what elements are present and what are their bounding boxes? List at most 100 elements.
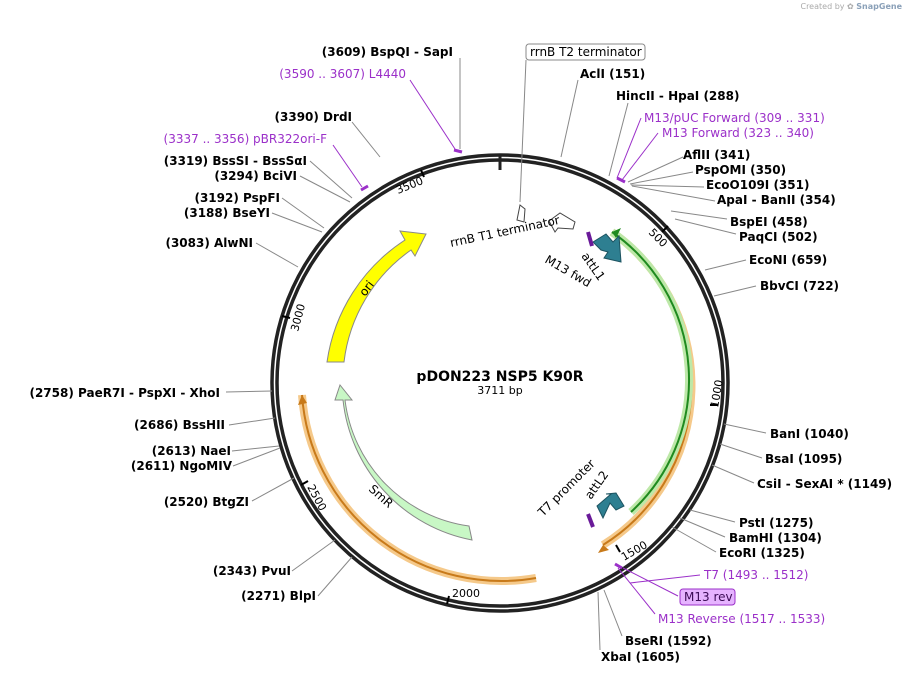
primer-label-m13puc: M13/pUC Forward (309 .. 331): [644, 111, 825, 125]
right-enzyme-leaders: [560, 79, 767, 651]
bsshii-leader: [228, 417, 276, 426]
enzyme-label-ecori: EcoRI (1325): [719, 546, 805, 560]
csii-leader: [711, 464, 755, 484]
enzyme-label-naei: (2613) NaeI: [152, 444, 231, 458]
enzyme-label-econi: EcoNI (659): [749, 253, 827, 267]
enzyme-label-bseyi: (3188) BseYI: [184, 206, 270, 220]
enzyme-label-bspqi: (3609) BspQI - SapI: [322, 45, 453, 59]
tick-mark-1500: [615, 544, 621, 553]
t7-promoter-inner-site: [586, 513, 595, 528]
enzyme-label-pspfi: (3192) PspFI: [194, 191, 280, 205]
tick-mark-3500: [420, 169, 425, 178]
primer-label-l4440: (3590 .. 3607) L4440: [279, 67, 406, 81]
primer-label-t7: T7 (1493 .. 1512): [703, 568, 808, 582]
naei-leader: [231, 445, 280, 452]
ngomiv-leader: [232, 447, 281, 467]
primer-label-m13fwd: M13 Forward (323 .. 340): [662, 126, 814, 140]
enzyme-label-bcivi: (3294) BciVI: [214, 169, 297, 183]
pspomi-leader: [629, 171, 694, 185]
blpi-leader: [317, 556, 353, 597]
m13reverse-leader: [617, 567, 656, 615]
m13rev-leader: [622, 567, 679, 597]
bseyi-leader: [271, 212, 323, 233]
bseri-leader: [603, 589, 623, 637]
bsai-leader: [719, 443, 763, 459]
enzyme-label-pvui: (2343) PvuI: [213, 564, 291, 578]
enzyme-label-xbai: XbaI (1605): [601, 650, 680, 664]
paqci-leader: [674, 218, 737, 235]
credit-brand: SnapGene: [856, 2, 902, 11]
enzyme-label-btgzi: (2520) BtgZI: [164, 495, 249, 509]
m13-forward-site: [616, 176, 626, 184]
plasmid-name: pDON223 NSP5 K90R: [416, 369, 583, 385]
orf-arc-inner-halo: [609, 228, 693, 515]
snapgene-logo-icon: ✿: [847, 2, 854, 11]
t7-leader: [629, 574, 701, 584]
aflii-leader: [627, 156, 684, 183]
snapgene-credit: Created by ✿ SnapGene: [800, 2, 902, 11]
enzyme-label-pspomi: PspOMI (350): [695, 163, 786, 177]
pbr322ori-f-site: [360, 184, 369, 192]
pspfi-leader: [281, 197, 325, 229]
acli-leader: [560, 79, 579, 158]
rrnb-t2-terminator-label: rrnB T2 terminator: [530, 45, 642, 59]
tick-label-1000: 1000: [708, 379, 726, 409]
enzyme-label-eco0109i: EcoO109I (351): [706, 178, 809, 192]
btgzi-leader: [251, 477, 295, 502]
bspei-leader: [670, 210, 728, 220]
apai-leader: [631, 185, 716, 202]
attl1-feature: [592, 233, 622, 263]
primer-label-pbr322ori: (3337 .. 3356) pBR322ori-F: [164, 132, 328, 146]
enzyme-label-apai: ApaI - BanII (354): [717, 193, 836, 207]
pvui-leader: [291, 539, 336, 572]
orf-arc-left-halo: [298, 394, 537, 585]
drdi-leader: [351, 121, 381, 158]
enzyme-label-paqci: PaqCI (502): [739, 230, 818, 244]
enzyme-label-hincii: HincII - HpaI (288): [616, 89, 739, 103]
hincii-leader: [608, 102, 629, 177]
plasmid-length: 3711 bp: [477, 384, 522, 397]
rrnb-t2-label-box: [525, 43, 646, 61]
enzyme-label-aflii: AflII (341): [683, 148, 750, 162]
enzyme-label-bsai: BsaI (1095): [765, 452, 842, 466]
enzyme-label-bamhi: BamHI (1304): [729, 531, 822, 545]
xbai-leader: [597, 591, 601, 651]
enzyme-label-drdi: (3390) DrdI: [275, 110, 352, 124]
smr-feature: [334, 383, 473, 541]
enzyme-label-bbvci: BbvCI (722): [760, 279, 839, 293]
bani-leader: [723, 423, 767, 434]
econi-leader: [704, 259, 747, 271]
rrnb-t2-leader-line: [519, 59, 527, 203]
enzyme-label-csii: CsiI - SexAI * (1149): [757, 477, 892, 491]
enzyme-label-alwni: (3083) AlwNI: [165, 236, 253, 250]
enzyme-label-paer7i: (2758) PaeR7I - PspXI - XhoI: [29, 386, 220, 400]
orf-arc-inner-arrowhead: [612, 228, 621, 238]
primer-label-m13reverse: M13 Reverse (1517 .. 1533): [658, 612, 825, 626]
rrnb-t1-terminator-label: rrnB T1 terminator: [449, 213, 561, 250]
tick-mark-3000: [281, 315, 291, 319]
orf-arc-inner: [611, 231, 690, 513]
enzyme-label-bspei: BspEI (458): [730, 215, 808, 229]
psti-leader: [689, 509, 736, 523]
tick-label-2000: 2000: [452, 587, 480, 600]
orf-arc-outer-arrowhead: [598, 545, 609, 553]
m13-fwd-inner-site: [586, 231, 594, 247]
enzyme-label-bsssi: (3319) BssSI - BssSαI: [164, 154, 307, 168]
bsssi-leader: [309, 160, 353, 199]
enzyme-label-ngomiv: (2611) NgoMIV: [131, 459, 233, 473]
tick-mark-500: [661, 225, 669, 233]
tick-mark-2500: [300, 480, 309, 486]
alwni-leader: [255, 242, 299, 268]
l4440-site: [453, 148, 463, 154]
attl2-feature: [596, 492, 625, 520]
paer7i-leader: [225, 390, 273, 393]
enzyme-label-bseri: BseRI (1592): [625, 634, 712, 648]
rrnb-t2-terminator-feature: [516, 204, 526, 223]
rrnb-t1-terminator-feature: [548, 212, 576, 233]
enzyme-label-bani: BanI (1040): [770, 427, 849, 441]
orf-arc-left: [301, 394, 537, 582]
ori-feature: [326, 230, 427, 363]
primer-label-m13rev: M13 rev: [684, 590, 733, 604]
enzyme-label-psti: PstI (1275): [739, 516, 813, 530]
m13-rev-highlight-box: [679, 588, 736, 606]
